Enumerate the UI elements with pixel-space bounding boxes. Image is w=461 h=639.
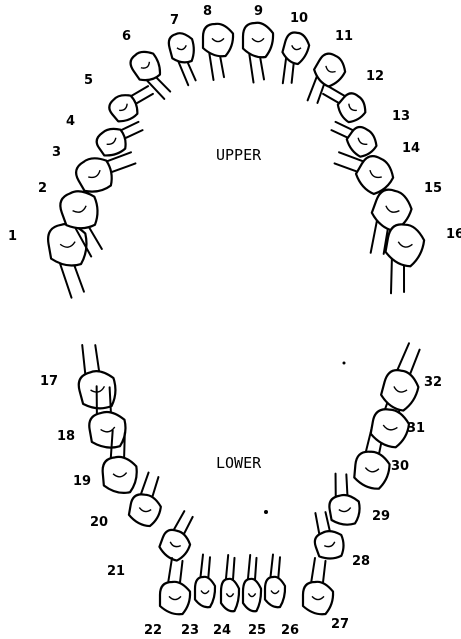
lower-tooth-24	[221, 555, 239, 611]
tooth-number-23: 23	[181, 623, 199, 638]
tooth-number-14: 14	[402, 141, 420, 156]
tooth-crown	[87, 409, 129, 451]
tooth-crown	[310, 50, 350, 90]
tooth-crown	[328, 492, 363, 527]
tooth-number-31: 31	[407, 421, 425, 436]
tooth-number-4: 4	[66, 114, 75, 129]
tooth-crown	[384, 222, 427, 268]
tooth-number-6: 6	[122, 29, 131, 44]
tooth-number-2: 2	[38, 181, 47, 196]
tooth-number-7: 7	[170, 13, 179, 28]
lower-tooth-26	[265, 555, 285, 608]
tooth-crown	[334, 90, 371, 127]
tooth-number-11: 11	[335, 29, 353, 44]
tooth-number-21: 21	[107, 564, 125, 579]
tooth-crown	[166, 30, 197, 66]
tooth-crown	[203, 24, 233, 56]
tooth-number-5: 5	[84, 73, 93, 88]
tooth-crown	[303, 582, 333, 614]
tooth-crown	[106, 90, 143, 127]
tooth-crown	[157, 527, 193, 563]
upper-tooth-10	[275, 30, 312, 87]
tooth-crown	[160, 582, 190, 614]
tooth-number-26: 26	[281, 623, 299, 638]
tooth-crown	[195, 577, 215, 607]
lower-tooth-21	[157, 507, 200, 563]
tooth-crown	[369, 407, 411, 449]
upper-tooth-8	[203, 24, 233, 80]
speck-mark	[264, 510, 268, 514]
lower-tooth-27	[303, 558, 333, 614]
tooth-crown	[243, 23, 273, 57]
tooth-number-3: 3	[52, 145, 61, 160]
lower-arch-label: LOWER	[216, 454, 262, 472]
upper-tooth-9	[243, 23, 273, 83]
tooth-number-29: 29	[372, 509, 390, 524]
tooth-number-22: 22	[144, 623, 162, 638]
tooth-number-13: 13	[392, 109, 410, 124]
tooth-number-12: 12	[366, 69, 384, 84]
tooth-number-32: 32	[424, 375, 442, 390]
tooth-crown	[353, 450, 390, 489]
tooth-crown	[101, 455, 138, 494]
tooth-number-20: 20	[90, 515, 108, 530]
lower-tooth-22	[160, 558, 190, 614]
tooth-number-9: 9	[254, 4, 263, 19]
lower-tooth-25	[243, 555, 261, 611]
upper-arch-label: UPPER	[216, 146, 262, 164]
upper-tooth-7	[166, 30, 203, 87]
tooth-number-18: 18	[57, 429, 75, 444]
tooth-crown	[312, 527, 348, 563]
tooth-crown	[128, 492, 163, 527]
lower-tooth-23	[195, 555, 215, 608]
upper-tooth-16	[379, 222, 427, 297]
tooth-crown	[76, 367, 121, 414]
tooth-number-16: 16	[446, 227, 461, 242]
tooth-number-24: 24	[213, 623, 231, 638]
lower-tooth-32	[379, 340, 429, 413]
tooth-crown	[243, 579, 261, 611]
tooth-number-25: 25	[248, 623, 266, 638]
speck-mark	[343, 362, 346, 365]
tooth-number-10: 10	[290, 11, 308, 26]
tooth-number-1: 1	[8, 229, 17, 244]
tooth-crown	[379, 367, 422, 413]
tooth-number-27: 27	[331, 617, 349, 632]
tooth-number-17: 17	[40, 374, 58, 389]
tooth-crown	[221, 579, 239, 611]
tooth-number-19: 19	[73, 474, 91, 489]
upper-tooth-1	[46, 221, 96, 300]
tooth-number-labels: 1234567891011121314151617181920212223242…	[8, 4, 461, 638]
tooth-number-28: 28	[352, 554, 370, 569]
tooth-number-15: 15	[424, 181, 442, 196]
tooth-number-8: 8	[203, 4, 212, 19]
tooth-crown	[265, 577, 285, 607]
lower-tooth-17	[68, 339, 120, 413]
tooth-number-30: 30	[391, 459, 409, 474]
